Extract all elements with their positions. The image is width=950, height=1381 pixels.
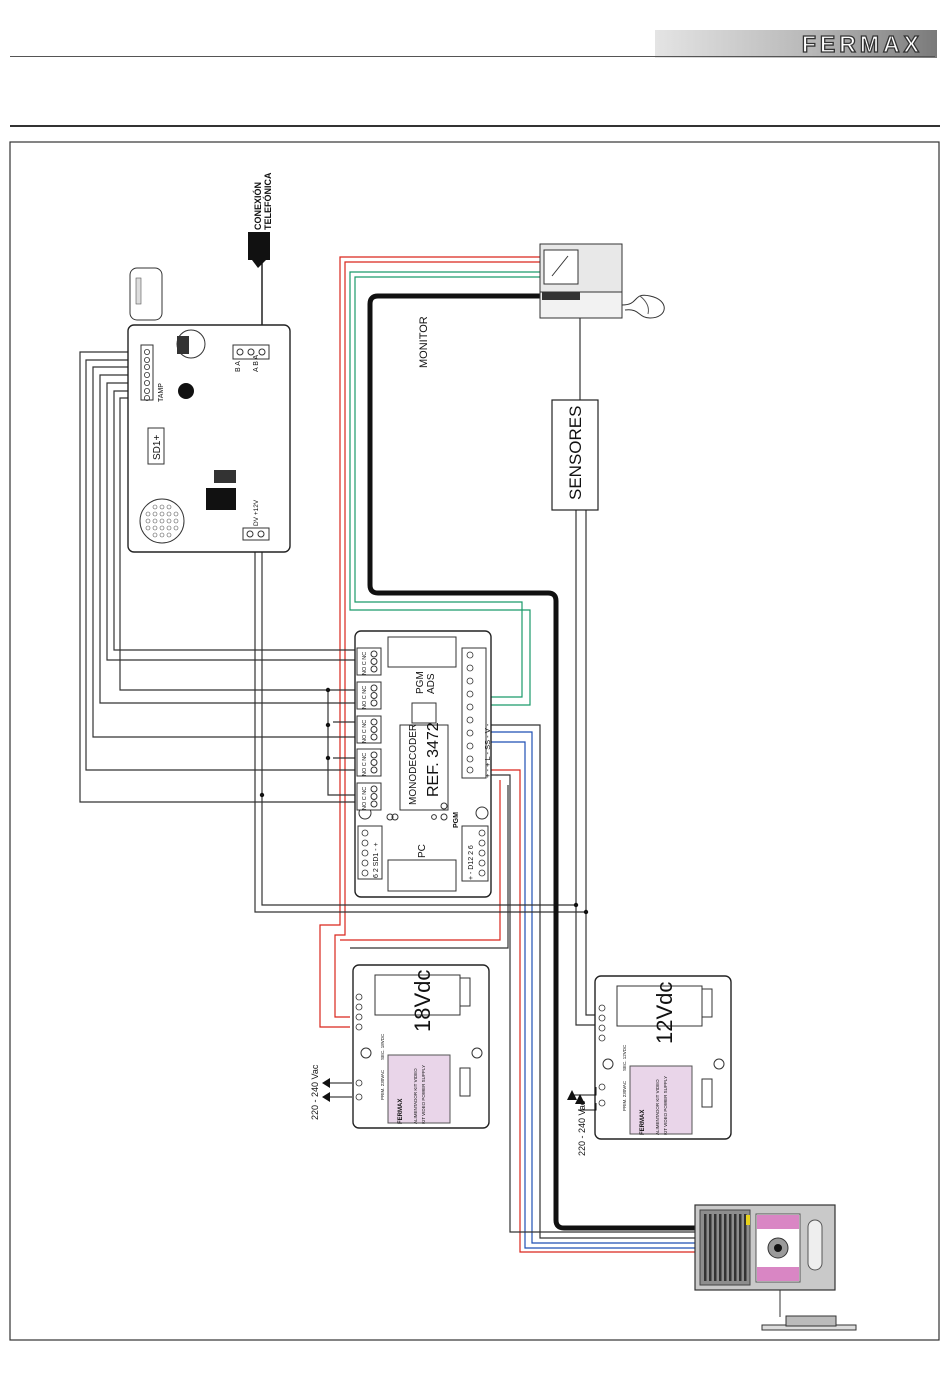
red-wire-psu-decoder	[340, 780, 501, 941]
wire-sensors-psu12-a	[575, 510, 596, 1026]
header-bar: FERMAX	[655, 30, 937, 58]
relay-block: NO C NC	[356, 681, 382, 710]
psu-12vdc: 12Vdc FERMAX ALIMENTADOR KIT VIDEO KIT V…	[567, 975, 732, 1156]
red-wire-panel	[485, 769, 695, 1253]
wire-psu18-decoder	[350, 785, 509, 949]
relay-terminal-label: NO C NC	[362, 720, 368, 743]
wire-relay-4	[99, 374, 355, 704]
handset-cord-icon	[621, 294, 665, 319]
green-wire-v	[354, 276, 540, 698]
dialer-terminal-label: B A	[235, 361, 242, 372]
header-rule	[10, 56, 935, 57]
pgm-ads-label-2: ADS	[426, 673, 437, 694]
chip-large	[206, 488, 236, 510]
bus-terminal-label: + - + L - SS - V -	[483, 723, 492, 778]
d12-terminal-label: + - D12 2 6	[468, 845, 475, 880]
pgm-ads-label-1: PGM	[415, 671, 426, 694]
wire-relay-3	[92, 366, 355, 738]
sd1-label: SD1+	[152, 435, 163, 460]
wire-relay-2	[85, 359, 355, 771]
red-wire-monitor-psu18	[319, 256, 540, 1028]
psu18-sec-label: SEC. 18VDC	[380, 1033, 385, 1060]
wire-12v	[261, 545, 576, 906]
psu18-pri-label: PRIM. 230VAC	[380, 1069, 385, 1100]
ref-label: REF. 3472	[425, 722, 442, 797]
psu18-mains-label: 220 - 240 Vac	[310, 1064, 320, 1120]
chip-small	[214, 470, 236, 483]
diagram-frame	[9, 141, 940, 1341]
wire-dv	[254, 545, 586, 913]
sensors-box: SENSORES	[551, 399, 599, 511]
psu12-voltage: 12Vdc	[652, 982, 677, 1044]
wire-common	[327, 690, 355, 796]
relay-terminal-label: NO C NC	[362, 753, 368, 776]
psu12-caption-2: KIT VIDEO POWER SUPPLY	[663, 1076, 668, 1135]
door-panel	[694, 1204, 857, 1331]
monodecoder: MONODECODER REF. 3472 PGM ADS PGM PC NO …	[354, 630, 492, 898]
psu18-voltage: 18Vdc	[410, 970, 435, 1032]
wire-plus	[490, 724, 695, 1239]
sensors-label: SENSORES	[566, 406, 585, 500]
d12-terminal-block	[461, 825, 489, 882]
green-wire-ss	[349, 271, 540, 706]
wire-common-b	[333, 721, 355, 759]
sd1-box	[147, 427, 165, 465]
psu12-brand: FERMAX	[640, 1110, 646, 1135]
wire-sensors-psu12-b	[585, 510, 596, 1016]
psu12-sec-label: SEC. 12VDC	[622, 1044, 627, 1071]
phone-connection-label-2: TELEFÓNICA	[262, 172, 273, 230]
psu18-brand: FERMAX	[398, 1099, 404, 1124]
psu12-label-plate	[629, 1065, 693, 1135]
dv-12v-label: DV +12V	[253, 499, 260, 526]
sd1-terminal-label: 6 2 SD1 - +	[373, 842, 380, 878]
psu12-pri-label: PRIM. 230VAC	[622, 1080, 627, 1111]
relay-terminal-label: NO C NC	[362, 652, 368, 675]
relay-terminal-label: NO C NC	[362, 787, 368, 810]
blue-wire-minus	[490, 741, 695, 1249]
red-wire-monitor-psu18-b	[334, 261, 540, 1018]
video-bus-cable	[367, 293, 695, 1231]
monodecoder-label: MONODECODER	[408, 724, 419, 805]
psu18-label-plate	[387, 1054, 451, 1124]
relay-block: NO C NC	[356, 748, 382, 777]
pc-label: PC	[417, 844, 428, 858]
tamp-label: TAMP	[158, 383, 165, 402]
relay-block: NO C NC	[356, 782, 382, 811]
relay-block: NO C NC	[356, 715, 382, 744]
bus-terminal-block	[461, 647, 487, 779]
psu-18vdc: 18Vdc FERMAX ALIMENTADOR KIT VIDEO KIT V…	[310, 964, 490, 1129]
pgm-label: PGM	[453, 812, 460, 828]
phone-connection-label-1: CONEXIÓN	[252, 182, 263, 230]
ref-label-box	[399, 724, 449, 811]
junction-dots	[259, 687, 589, 915]
relay-terminal-label: NO C NC	[362, 686, 368, 709]
door-lock-icon	[785, 1315, 837, 1327]
monitor: MONITOR	[418, 243, 665, 368]
push-button-icon	[807, 1219, 823, 1271]
section-rule	[10, 125, 940, 127]
wires	[79, 256, 695, 1253]
led-indicator	[178, 383, 194, 399]
phone-connector: CONEXIÓN TELEFÓNICA	[248, 172, 273, 268]
psu18-caption-1: ALIMENTADOR KIT VIDEO	[413, 1068, 418, 1124]
psu12-mains-label: 220 - 240 Vac	[577, 1100, 587, 1156]
relay-block: NO C NC	[356, 647, 382, 676]
wire-relay-1	[79, 351, 355, 803]
blue-wire-l	[490, 731, 695, 1244]
alarm-dialer-body	[127, 324, 291, 553]
relay-terminals: NO C NC NO C NC NO C NC NO C NC NO C NC	[356, 647, 382, 811]
alarm-dialer: B A A B A TAMP SD1+ DV +12V	[127, 267, 291, 553]
speaker-icon	[139, 498, 185, 544]
psu18-caption-2: KIT VIDEO POWER SUPPLY	[421, 1065, 426, 1124]
dialer-line-terminals: B A A B A	[232, 344, 270, 372]
psu12-caption-1: ALIMENTADOR KIT VIDEO	[655, 1079, 660, 1135]
dialer-terminal-label-2: A B A	[253, 355, 260, 372]
wire-panel-2	[490, 774, 695, 1233]
monitor-label: MONITOR	[418, 316, 430, 368]
fermax-logo: FERMAX	[801, 30, 923, 57]
pir-sensor-icon	[129, 267, 163, 321]
